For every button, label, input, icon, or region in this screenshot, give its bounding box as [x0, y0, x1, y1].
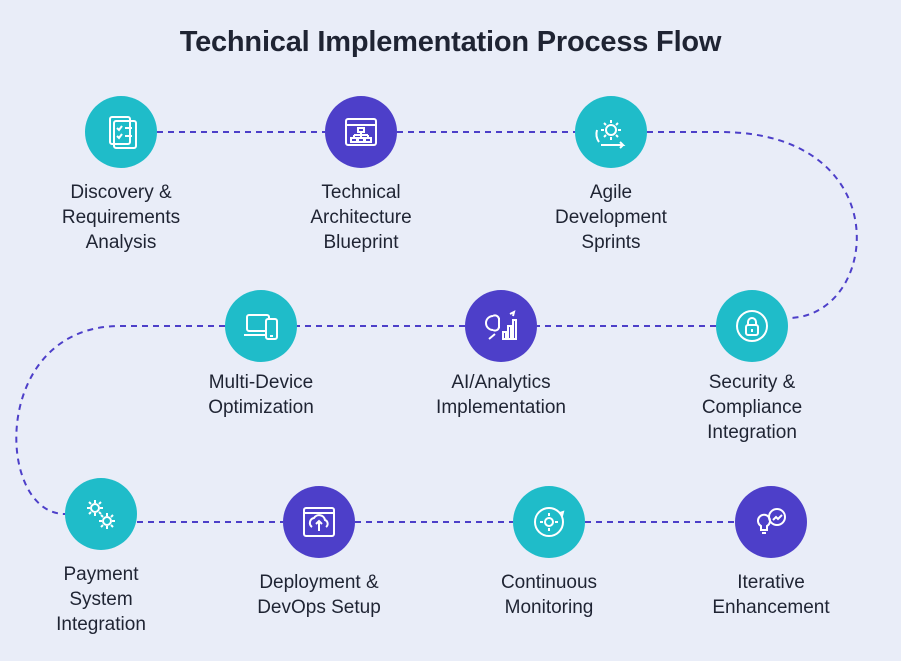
step-3-label: Agile Development Sprints [555, 182, 667, 253]
step-5-node [465, 290, 537, 362]
step-1-node [85, 96, 157, 168]
step-10-label: Iterative Enhancement [712, 572, 830, 618]
shield-lock-icon [736, 310, 768, 342]
step-4-label: Security & Compliance Integration [701, 372, 803, 443]
step-5-label: AI/Analytics Implementation [436, 372, 566, 418]
ai-analytics-icon [485, 310, 517, 340]
step-9-node [513, 486, 585, 558]
step-1-label: Discovery & Requirements Analysis [61, 182, 181, 253]
step-9-label: Continuous Monitoring [500, 572, 598, 618]
monitoring-cycle-icon [534, 507, 565, 537]
step-2-label: Technical Architecture Blueprint [310, 182, 412, 253]
connector-3-4 [647, 131, 858, 319]
architecture-window-icon [345, 118, 377, 146]
connector-6-7 [15, 325, 225, 515]
step-6-label: Multi-Device Optimization [208, 372, 314, 418]
step-4-node [716, 290, 788, 362]
step-3-node [575, 96, 647, 168]
step-7-label: Payment System Integration [56, 564, 146, 635]
diagram-title: Technical Implementation Process Flow [179, 26, 722, 58]
gears-icon [87, 500, 115, 529]
step-6-node [225, 290, 297, 362]
step-8-node [283, 486, 355, 558]
devices-icon [244, 314, 278, 340]
step-8-label: Deployment & DevOps Setup [257, 572, 381, 618]
checklist-icon [109, 116, 137, 149]
step-2-node [325, 96, 397, 168]
step-10-node [735, 486, 807, 558]
step-7-node [65, 478, 137, 550]
idea-growth-icon [757, 508, 786, 534]
cloud-upload-icon [303, 507, 335, 537]
sprint-cycle-icon [595, 120, 626, 149]
